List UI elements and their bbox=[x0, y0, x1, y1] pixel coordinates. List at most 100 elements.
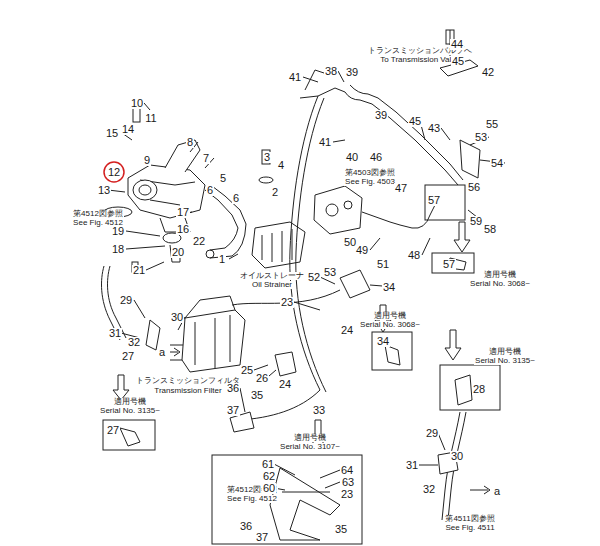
callout-number: 46 bbox=[369, 152, 383, 163]
callout-number: 39 bbox=[345, 67, 359, 78]
note-text: See Fig. 4511 bbox=[444, 524, 495, 532]
note-text: Serial No. 3068~ bbox=[469, 280, 531, 288]
callout-number: 28 bbox=[472, 384, 486, 395]
callout-number: 21 bbox=[132, 265, 146, 276]
callout-number: 25 bbox=[240, 365, 254, 376]
callout-number: 38 bbox=[324, 66, 338, 77]
callout-number: 27 bbox=[121, 351, 135, 362]
note-text: Serial No. 3107~ bbox=[279, 443, 341, 451]
callout-number: 29 bbox=[425, 428, 439, 439]
callout-number: a bbox=[158, 347, 166, 358]
callout-number: 52 bbox=[307, 272, 321, 283]
callout-number: 61 bbox=[261, 459, 275, 470]
callout-number: 19 bbox=[111, 226, 125, 237]
note-text: 適用号機 bbox=[293, 434, 327, 442]
callout-number: 53 bbox=[323, 267, 337, 278]
callout-number: 64 bbox=[340, 465, 354, 476]
callout-number: 32 bbox=[422, 484, 436, 495]
note-text: 適用号機 bbox=[488, 348, 522, 356]
callout-number: 56 bbox=[467, 182, 481, 193]
callout-number: 30 bbox=[170, 312, 184, 323]
note-text: 第4512図参照 bbox=[72, 210, 124, 218]
callout-number: 50 bbox=[343, 237, 357, 248]
callout-number: 7 bbox=[202, 153, 210, 164]
callout-number: 27 bbox=[106, 425, 120, 436]
callout-number: 5 bbox=[219, 173, 227, 184]
callout-number: 54 bbox=[490, 158, 504, 169]
callout-number: 59 bbox=[469, 216, 483, 227]
note-text: Transmission Filter bbox=[153, 387, 222, 395]
callout-number: 60 bbox=[262, 483, 276, 494]
note-text: See Fig. 4503 bbox=[344, 178, 396, 186]
callout-number: 23 bbox=[280, 297, 294, 308]
callout-number: 39 bbox=[374, 110, 388, 121]
callout-number: 36 bbox=[226, 383, 240, 394]
callout-number: 29 bbox=[119, 295, 133, 306]
callout-number: 18 bbox=[111, 244, 125, 255]
callout-number: 15 bbox=[105, 128, 119, 139]
note-text: 第4511図参照 bbox=[444, 515, 495, 523]
callout-number: 43 bbox=[427, 123, 441, 134]
callout-number: 62 bbox=[262, 471, 276, 482]
callout-number: 37 bbox=[226, 405, 240, 416]
callout-number: 41 bbox=[288, 72, 302, 83]
note-text: To Transmission Valve bbox=[379, 56, 460, 64]
callout-number: 34 bbox=[382, 282, 396, 293]
note-text: Oil Strainer bbox=[251, 281, 293, 289]
callout-number: a bbox=[493, 486, 501, 497]
callout-number: 36 bbox=[239, 521, 253, 532]
callout-number: 30 bbox=[450, 451, 464, 462]
callout-number: 16 bbox=[176, 224, 190, 235]
callout-number: 45 bbox=[451, 56, 465, 67]
note-text: 適用号機 bbox=[113, 398, 147, 406]
callout-number: 42 bbox=[481, 67, 495, 78]
callout-number: 24 bbox=[278, 379, 292, 390]
callout-number: 2 bbox=[271, 187, 279, 198]
note-text: 第4503図参照 bbox=[344, 169, 396, 177]
callout-number: 24 bbox=[340, 325, 354, 336]
note-text: 適用号機 bbox=[483, 271, 517, 279]
callout-number: 63 bbox=[341, 477, 355, 488]
callout-number: 37 bbox=[255, 532, 269, 543]
callout-number: 1 bbox=[218, 254, 226, 265]
callout-number: 31 bbox=[108, 328, 122, 339]
callout-number: 55 bbox=[485, 119, 499, 130]
callout-number: 13 bbox=[97, 185, 111, 196]
note-text: Serial No. 3068~ bbox=[359, 321, 421, 329]
callout-number: 33 bbox=[312, 405, 326, 416]
callout-number: 9 bbox=[143, 155, 151, 166]
note-text: Serial No. 3135~ bbox=[474, 357, 536, 365]
callout-number: 23 bbox=[340, 489, 354, 500]
callout-number: 8 bbox=[186, 137, 194, 148]
callout-number: 22 bbox=[192, 236, 206, 247]
callout-number: 20 bbox=[171, 247, 185, 258]
callout-number: 41 bbox=[318, 137, 332, 148]
callout-number: 57 bbox=[442, 259, 456, 270]
note-text: See Fig. 4512 bbox=[226, 495, 278, 503]
note-text: Serial No. 3135~ bbox=[99, 407, 161, 415]
callout-number: 32 bbox=[127, 337, 141, 348]
callout-number: 58 bbox=[483, 224, 497, 235]
callout-number: 14 bbox=[121, 124, 135, 135]
callout-number: 31 bbox=[405, 460, 419, 471]
callout-number: 11 bbox=[144, 113, 157, 124]
callout-number: 40 bbox=[345, 152, 359, 163]
callout-number: 26 bbox=[255, 373, 269, 384]
callout-number: 57 bbox=[427, 195, 441, 206]
callout-number: 45 bbox=[408, 116, 422, 127]
callout-number: 44 bbox=[450, 39, 464, 50]
callout-number: 10 bbox=[130, 98, 144, 109]
callout-number: 4 bbox=[277, 160, 285, 171]
callout-number: 3 bbox=[263, 152, 271, 163]
callout-number: 47 bbox=[394, 183, 408, 194]
callout-number: 35 bbox=[334, 524, 348, 535]
callout-number: 17 bbox=[176, 207, 190, 218]
callout-number: 48 bbox=[407, 250, 421, 261]
callout-number: 6 bbox=[232, 193, 240, 204]
callout-number: 6 bbox=[206, 185, 214, 196]
callout-number: 53 bbox=[474, 132, 488, 143]
note-text: 適用号機 bbox=[373, 312, 407, 320]
note-text: オイルストレーナ bbox=[239, 272, 305, 280]
callout-number: 35 bbox=[250, 390, 264, 401]
